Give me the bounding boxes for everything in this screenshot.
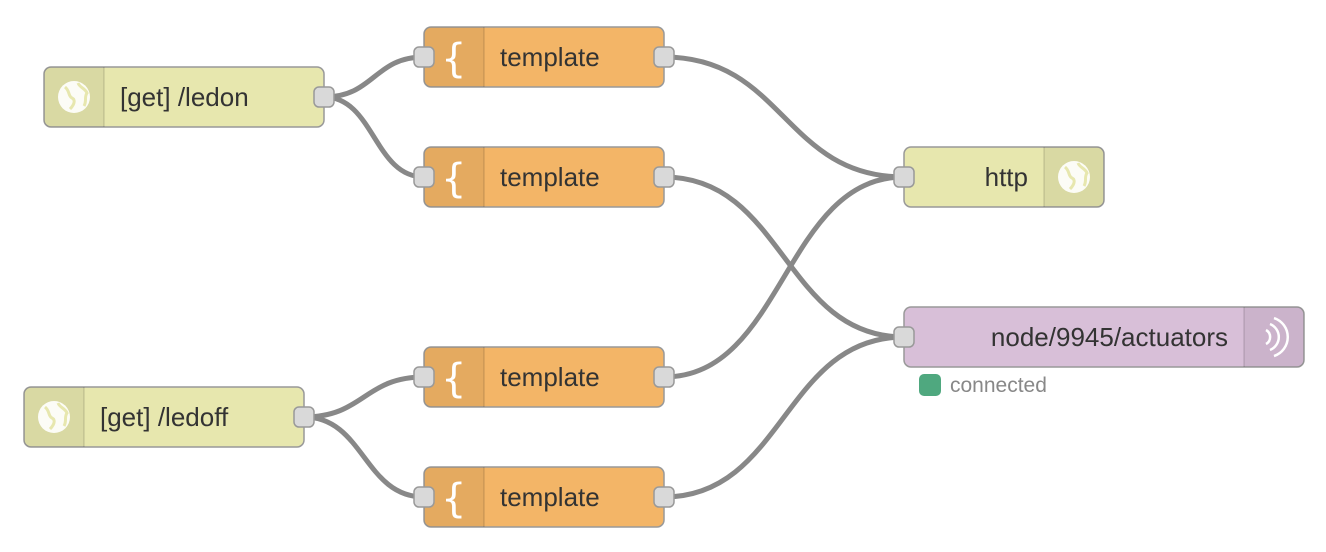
template-node-4[interactable]: { template	[413, 466, 675, 528]
globe-icon	[38, 401, 70, 433]
broadcast-icon	[1265, 316, 1289, 358]
icon-area	[424, 147, 484, 207]
input-port[interactable]	[413, 46, 435, 68]
node-label: template	[500, 162, 600, 192]
icon-area	[424, 347, 484, 407]
icon-area	[424, 467, 484, 527]
node-label: node/9945/actuators	[991, 322, 1228, 352]
wire-ledon-template2[interactable]	[323, 94, 425, 180]
wire-template3-http[interactable]	[663, 174, 905, 380]
input-port[interactable]	[413, 166, 435, 188]
mqtt-out-node[interactable]: node/9945/actuators connected	[893, 306, 1305, 397]
globe-icon	[1058, 161, 1090, 193]
node-label: [get] /ledon	[120, 82, 249, 112]
node-label: http	[985, 162, 1028, 192]
output-port[interactable]	[313, 86, 335, 108]
input-port[interactable]	[413, 486, 435, 508]
wire-template1-http[interactable]	[663, 54, 905, 180]
brace-icon: {	[441, 36, 466, 82]
wire-ledoff-template3[interactable]	[303, 374, 425, 420]
wire-template2-mqtt[interactable]	[663, 174, 905, 340]
http-response-node[interactable]: http	[893, 146, 1105, 208]
status-indicator	[919, 374, 941, 396]
wire-ledoff-template4[interactable]	[303, 414, 425, 500]
template-node-3[interactable]: { template	[413, 346, 675, 408]
node-label: template	[500, 482, 600, 512]
http-in-node-ledoff[interactable]: [get] /ledoff	[23, 386, 315, 448]
brace-icon: {	[441, 156, 466, 202]
node-label: template	[500, 362, 600, 392]
status-text: connected	[950, 374, 1047, 397]
output-port[interactable]	[653, 486, 675, 508]
node-label: template	[500, 42, 600, 72]
output-port[interactable]	[653, 166, 675, 188]
output-port[interactable]	[653, 46, 675, 68]
icon-area	[424, 27, 484, 87]
node-label: [get] /ledoff	[100, 402, 229, 432]
globe-icon	[58, 81, 90, 113]
wire-template4-mqtt[interactable]	[663, 334, 905, 500]
http-in-node-ledon[interactable]: [get] /ledon	[43, 66, 335, 128]
output-port[interactable]	[293, 406, 315, 428]
brace-icon: {	[441, 356, 466, 402]
input-port[interactable]	[893, 166, 915, 188]
input-port[interactable]	[413, 366, 435, 388]
template-node-2[interactable]: { template	[413, 146, 675, 208]
icon-area	[1244, 307, 1304, 367]
brace-icon: {	[441, 476, 466, 522]
wire-ledon-template1[interactable]	[323, 54, 425, 100]
input-port[interactable]	[893, 326, 915, 348]
template-node-1[interactable]: { template	[413, 26, 675, 88]
output-port[interactable]	[653, 366, 675, 388]
wires	[303, 54, 905, 500]
